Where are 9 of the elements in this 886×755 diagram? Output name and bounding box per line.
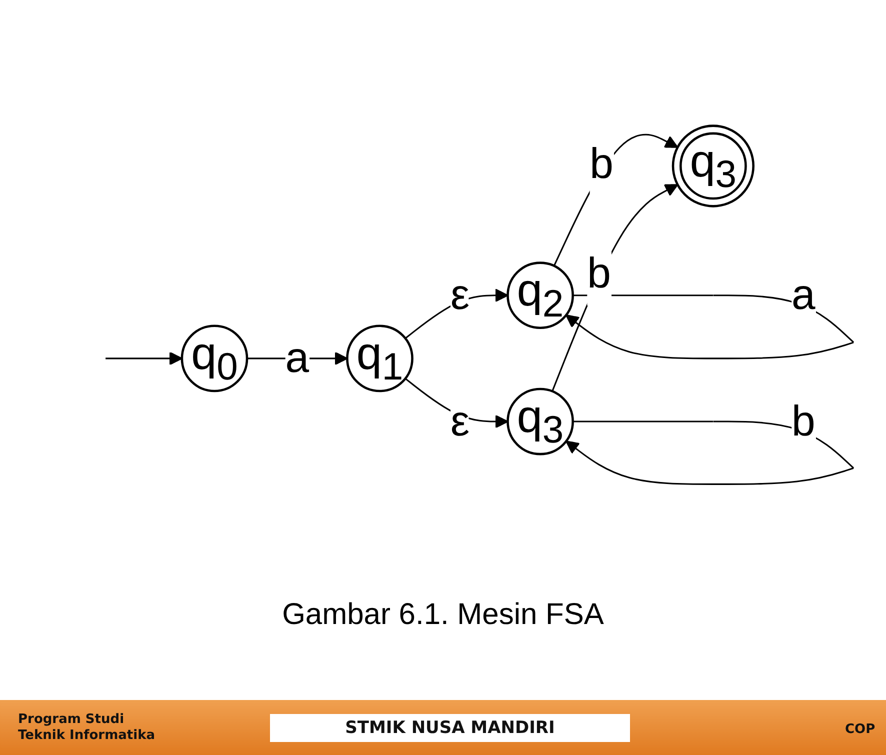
state-circle: q$_{3}$ [506, 388, 574, 456]
state-circle: q$_{0}$ [180, 324, 248, 392]
footer-text: COP [845, 722, 876, 737]
accept-state-double-circle: q$_{3}$ [672, 124, 754, 208]
caption: Gambar 6.1. Mesin FSA [282, 598, 604, 631]
state-circle: q$_{2}$ [506, 262, 574, 330]
footer-title: STMIK NUSA MANDIRI [270, 714, 630, 742]
footer-text: Program Studi Teknik Informatika [18, 712, 156, 744]
state-circle: q$_{1}$ [346, 324, 414, 392]
